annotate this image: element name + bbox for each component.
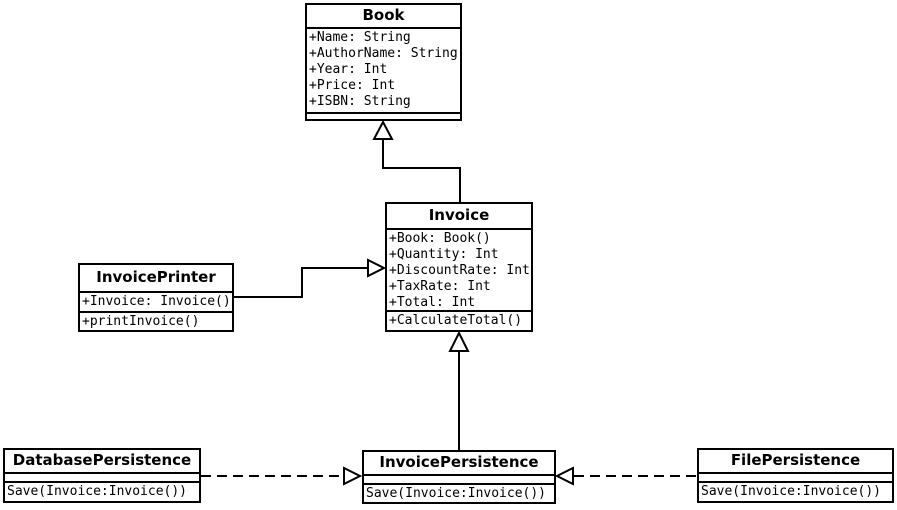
class-book[interactable]: Book +Name: String +AuthorName: String +… (305, 3, 462, 121)
class-databasepersistence-methods: Save(Invoice:Invoice()) (5, 481, 199, 501)
hollow-triangle-arrowhead (343, 466, 363, 486)
hollow-triangle-arrowhead (367, 258, 387, 278)
class-databasepersistence-attributes (5, 472, 199, 481)
method: Save(Invoice:Invoice()) (701, 484, 882, 499)
class-invoiceprinter-attributes: +Invoice: Invoice() (80, 291, 232, 311)
class-invoicepersistence-methods: Save(Invoice:Invoice()) (364, 483, 554, 502)
class-databasepersistence-title: DatabasePersistence (12, 451, 192, 469)
attribute: +Book: Book() (389, 231, 491, 246)
class-filepersistence[interactable]: FilePersistence Save(Invoice:Invoice()) (697, 448, 894, 503)
class-invoice[interactable]: Invoice +Book: Book() +Quantity: Int +Di… (385, 202, 533, 332)
attribute: +Quantity: Int (389, 247, 499, 262)
class-book-title: Book (362, 6, 405, 24)
generalization-invoice-to-book[interactable] (372, 119, 461, 202)
method: Save(Invoice:Invoice()) (366, 486, 547, 501)
method: +printInvoice() (82, 314, 200, 329)
attribute: +DiscountRate: Int (389, 263, 530, 278)
class-book-attributes: +Name: String +AuthorName: String +Year:… (307, 27, 460, 112)
class-invoicepersistence[interactable]: InvoicePersistence Save(Invoice:Invoice(… (362, 450, 556, 504)
class-filepersistence-title: FilePersistence (730, 451, 861, 469)
generalization-invoicepersistence-to-invoice[interactable] (448, 330, 470, 450)
class-filepersistence-methods: Save(Invoice:Invoice()) (699, 481, 892, 501)
generalization-invoiceprinter-to-invoice[interactable] (233, 258, 387, 298)
class-invoice-attributes: +Book: Book() +Quantity: Int +DiscountRa… (387, 228, 531, 310)
class-invoiceprinter-title: InvoicePrinter (96, 268, 216, 286)
class-databasepersistence[interactable]: DatabasePersistence Save(Invoice:Invoice… (3, 448, 201, 503)
class-invoice-title: Invoice (428, 206, 490, 224)
hollow-triangle-arrowhead (554, 466, 574, 486)
class-filepersistence-attributes (699, 472, 892, 481)
realization-databasepersistence-to-invoicepersistence[interactable] (201, 466, 363, 486)
attribute: +Total: Int (389, 295, 476, 310)
class-book-methods (307, 112, 460, 119)
class-invoiceprinter[interactable]: InvoicePrinter +Invoice: Invoice() +prin… (78, 263, 234, 332)
hollow-triangle-arrowhead (448, 330, 470, 352)
class-invoicepersistence-title: InvoicePersistence (379, 453, 539, 471)
method: +CalculateTotal() (389, 313, 523, 328)
class-invoicepersistence-attributes (364, 474, 554, 483)
hollow-triangle-arrowhead (372, 119, 394, 140)
attribute: +AuthorName: String (309, 46, 458, 61)
realization-filepersistence-to-invoicepersistence[interactable] (554, 466, 696, 486)
method: Save(Invoice:Invoice()) (7, 484, 188, 499)
class-invoiceprinter-methods: +printInvoice() (80, 311, 232, 330)
attribute: +ISBN: String (309, 94, 411, 109)
attribute: +Name: String (309, 30, 411, 45)
attribute: +Price: Int (309, 78, 396, 93)
attribute: +TaxRate: Int (389, 279, 491, 294)
attribute: +Invoice: Invoice() (82, 294, 231, 309)
class-invoice-methods: +CalculateTotal() (387, 310, 531, 330)
attribute: +Year: Int (309, 62, 388, 77)
